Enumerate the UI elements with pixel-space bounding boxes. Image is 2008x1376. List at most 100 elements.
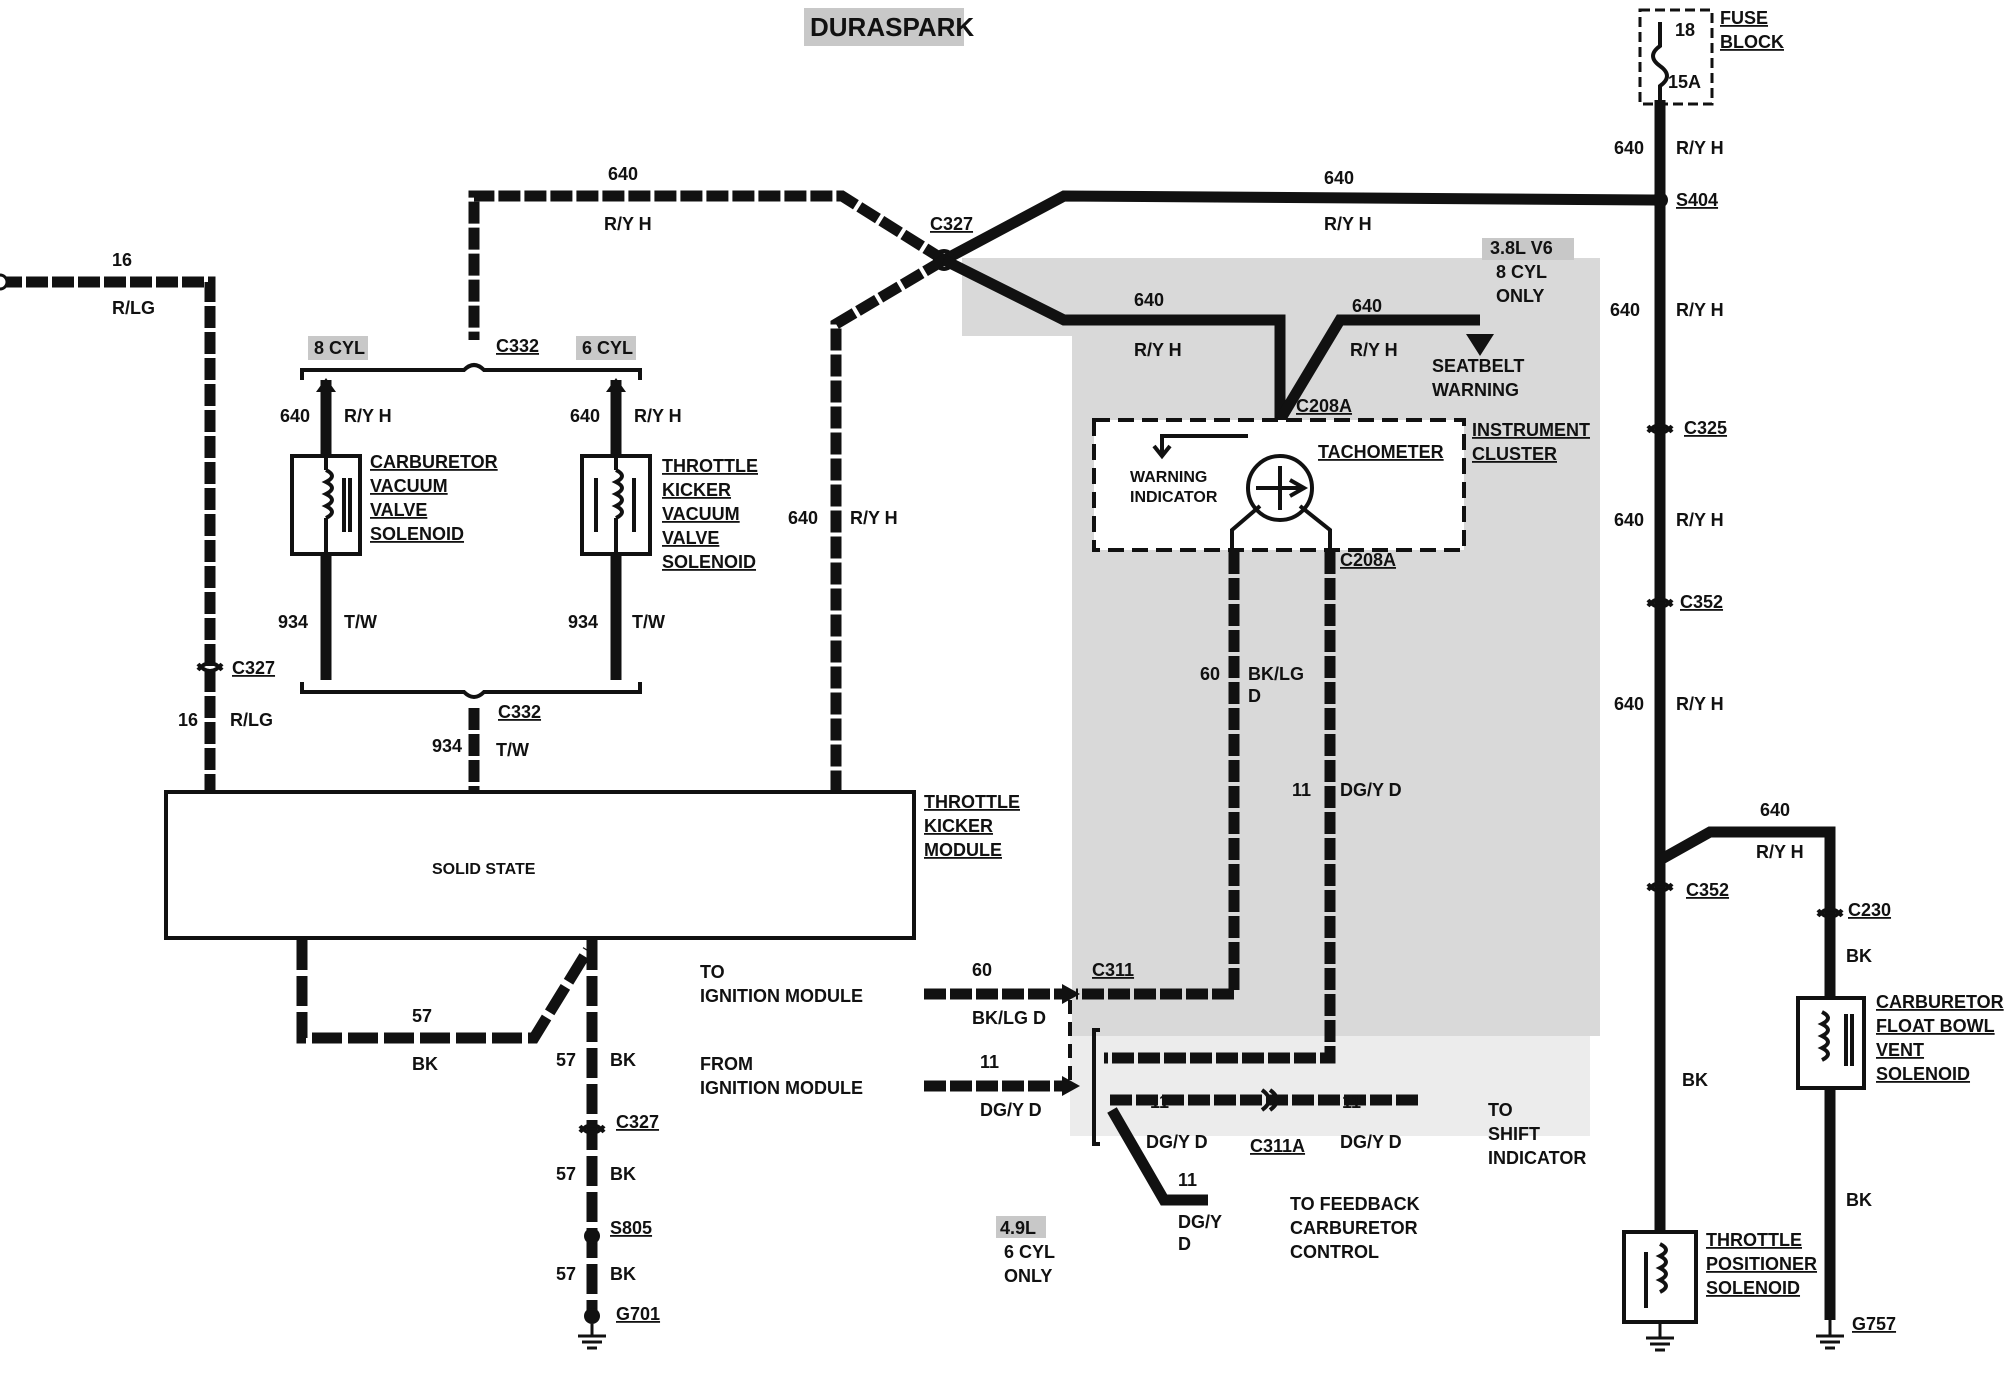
wire-11-feedback-label: 11 <box>1178 1170 1197 1190</box>
wire-60-cluster <box>1076 552 1240 1000</box>
wire-640-kicker-label: 640 <box>788 508 818 528</box>
carb-vacuum-label-1: CARBURETOR <box>370 452 498 472</box>
wire-57-left-label: 57 <box>412 1006 432 1026</box>
wire-ry-top-right-label: R/Y H <box>1324 214 1372 234</box>
wire-16-label-2: 16 <box>178 710 198 730</box>
wire-60-ign-label: 60 <box>972 960 992 980</box>
from-ignition-label-1: FROM <box>700 1054 753 1074</box>
to-ignition-label-1: TO <box>700 962 725 982</box>
carb-vacuum-label-3: VALVE <box>370 500 427 520</box>
warning-indicator-arrow-icon <box>1152 434 1248 460</box>
seatbelt-label-2: WARNING <box>1432 380 1519 400</box>
wire-640-carb-label: 640 <box>280 406 310 426</box>
s805-label: S805 <box>610 1218 652 1238</box>
c325-label: C325 <box>1684 418 1727 438</box>
carb-vacuum-label-2: VACUUM <box>370 476 448 496</box>
wire-57-label-4: 57 <box>556 1264 576 1284</box>
wire-ry-label-2: R/Y H <box>1676 300 1724 320</box>
ground-icon-g757 <box>1816 1320 1844 1350</box>
c311-label: C311 <box>1092 960 1134 980</box>
to-ignition-label-2: IGNITION MODULE <box>700 986 863 1006</box>
shade-6cyl <box>576 336 636 360</box>
coil-icon-kicker <box>594 458 636 552</box>
wire-16-label: 16 <box>112 250 132 270</box>
title-plate <box>804 8 964 46</box>
wire-ry-carb-label: R/Y H <box>344 406 392 426</box>
diagram-title: DURASPARK <box>810 12 974 42</box>
fuse-icon <box>1651 22 1669 100</box>
kicker-module-label-1: THROTTLE <box>924 792 1020 812</box>
c208a-top-label: C208A <box>1296 396 1352 416</box>
tag-6cyl: 6 CYL <box>582 338 633 358</box>
positioner-label-1: THROTTLE <box>1706 1230 1802 1250</box>
wire-640-label-4: 640 <box>1614 694 1644 714</box>
c332-bottom-label: C332 <box>498 702 541 722</box>
l49-tag-1: 4.9L <box>1000 1218 1036 1238</box>
c208a-bottom-label: C208A <box>1340 550 1396 570</box>
wire-ry-kicker-label: R/Y H <box>850 508 898 528</box>
float-bowl-solenoid <box>1796 996 1866 1090</box>
kicker-valve-label-2: KICKER <box>662 480 731 500</box>
tach-outputs <box>1230 504 1332 550</box>
wire-ry-label: R/Y H <box>1676 138 1724 158</box>
l49-tag-3: ONLY <box>1004 1266 1052 1286</box>
wire-11-label: 11 <box>1292 780 1311 800</box>
positioner-label-3: SOLENOID <box>1706 1278 1800 1298</box>
float-bowl-label-1: CARBURETOR <box>1876 992 2004 1012</box>
wire-57-left <box>296 940 593 1044</box>
feedback-label-1: TO FEEDBACK <box>1290 1194 1420 1214</box>
wire-640-branch-label: 640 <box>1760 800 1790 820</box>
connector-c311a <box>1260 1088 1279 1112</box>
wire-ry-label-3: R/Y H <box>1676 510 1724 530</box>
c230-label: C230 <box>1848 900 1891 920</box>
c327-left-label: C327 <box>232 658 275 678</box>
wire-bk-label-3: BK <box>610 1164 636 1184</box>
wire-dgy-shift-label: DG/Y D <box>1146 1132 1208 1152</box>
wire-934-kicker-label: 934 <box>568 612 598 632</box>
instrument-cluster-label-2: CLUSTER <box>1472 444 1557 464</box>
fuse-number: 18 <box>1675 20 1695 40</box>
wire-d-label: D <box>1248 686 1261 706</box>
ground-icon-g701 <box>578 1324 606 1350</box>
coil-icon-carb <box>321 458 352 552</box>
g757-label: G757 <box>1852 1314 1896 1334</box>
coil-icon-float <box>1817 1010 1854 1066</box>
positioner-label-2: POSITIONER <box>1706 1254 1817 1274</box>
wire-dgy-shift-label-2: DG/Y D <box>1340 1132 1402 1152</box>
wire-bk-lg-label: BK/LG <box>1248 664 1304 684</box>
connector-c230 <box>1816 907 1844 919</box>
wire-tw-kicker-label: T/W <box>632 612 665 632</box>
wire-11-ign-label: 11 <box>980 1052 999 1072</box>
wire-640-kicker-feed <box>830 255 947 790</box>
instrument-cluster-label-1: INSTRUMENT <box>1472 420 1590 440</box>
c332-top-label: C332 <box>496 336 539 356</box>
connector-c327-bottom <box>578 1123 606 1135</box>
v6-tag-3: ONLY <box>1496 286 1544 306</box>
wire-640-top-left <box>468 190 947 340</box>
shade-8cyl <box>308 336 368 360</box>
wire-16-end <box>0 273 9 291</box>
l49-tag-2: 6 CYL <box>1004 1242 1055 1262</box>
wire-640-top-left-label: 640 <box>608 164 638 184</box>
connector-c327-left <box>196 661 224 673</box>
wire-11-feedback <box>1107 1107 1208 1206</box>
wire-640-kv-label: 640 <box>570 406 600 426</box>
wire-11-shift-label: 11 <box>1150 1092 1169 1112</box>
c327-top-label: C327 <box>930 214 973 234</box>
wire-57-label-3: 57 <box>556 1164 576 1184</box>
kicker-valve-label-3: VACUUM <box>662 504 740 524</box>
wire-57-right-label: 57 <box>556 1050 576 1070</box>
bracket-c332-top <box>300 363 642 380</box>
wire-bk-label-right: BK <box>1682 1070 1708 1090</box>
splice-g701 <box>584 1308 600 1324</box>
wire-934-module-label: 934 <box>432 736 462 756</box>
shade-4-9l <box>996 1216 1046 1238</box>
wire-ry-seatbelt-label: R/Y H <box>1350 340 1398 360</box>
carb-vacuum-label-4: SOLENOID <box>370 524 464 544</box>
splice-s805 <box>584 1228 600 1244</box>
throttle-kicker-module <box>164 790 916 940</box>
v6-tag-2: 8 CYL <box>1496 262 1547 282</box>
arrow-c311 <box>1062 984 1080 1004</box>
tachometer-icon <box>1246 454 1314 522</box>
